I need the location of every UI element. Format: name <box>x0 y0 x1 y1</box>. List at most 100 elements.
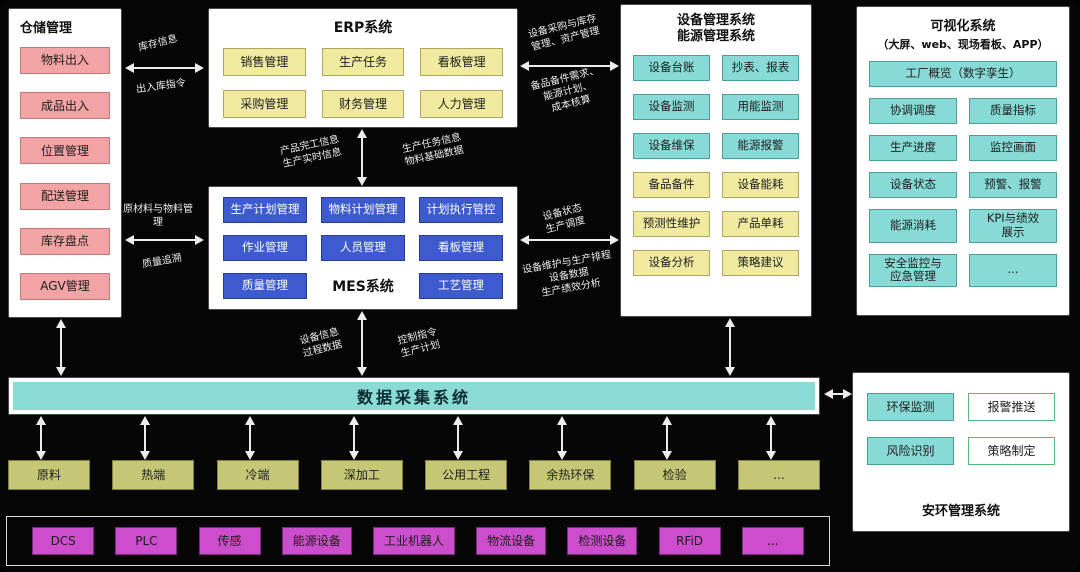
arrow-daq-process-2 <box>245 416 255 460</box>
arrow-erp-equipment <box>520 61 619 71</box>
visualization-item: 质量指标 <box>969 98 1057 124</box>
flow-label-task-info: 生产任务信息 物料基础数据 <box>401 132 465 168</box>
arrow-mes-daq <box>357 311 367 376</box>
mes-items: 生产计划管理 物料计划管理 计划执行管控 作业管理 人员管理 看板管理 质量管理… <box>223 197 503 299</box>
visualization-items: 协调调度 质量指标 生产进度 监控画面 设备状态 预警、报警 能源消耗 KPI与… <box>869 98 1057 288</box>
device-item: 检测设备 <box>567 527 638 555</box>
mes-item: 作业管理 <box>223 235 307 261</box>
mes-item: 工艺管理 <box>419 273 503 299</box>
equipment-item: 产品单耗 <box>722 210 799 237</box>
erp-item: 看板管理 <box>420 48 503 76</box>
process-item: ... <box>737 460 820 490</box>
device-item: 物流设备 <box>476 527 547 555</box>
safety-item: 报警推送 <box>968 393 1055 421</box>
device-item: 工业机器人 <box>372 527 455 555</box>
arrow-daq-process-4 <box>453 416 463 460</box>
process-item: 公用工程 <box>425 460 508 490</box>
process-item: 热端 <box>112 460 195 490</box>
arrow-equipment-daq <box>725 318 735 376</box>
equipment-item: 设备监测 <box>633 93 710 120</box>
flow-label-quality-trace: 质量追溯 <box>141 252 183 271</box>
device-item: 能源设备 <box>281 527 352 555</box>
mes-item: 生产计划管理 <box>223 197 307 223</box>
daq-panel: 数据采集系统 <box>8 377 820 415</box>
equipment-item: 设备能耗 <box>722 171 799 198</box>
flow-label-equipment-purchase: 设备采购与库存 管理、资产管理 <box>527 12 601 54</box>
warehouse-item: AGV管理 <box>20 272 110 300</box>
erp-item: 财务管理 <box>321 90 405 118</box>
mes-item: 质量管理 <box>223 273 307 299</box>
flow-label-inventory-info: 库存信息 <box>137 33 179 54</box>
visualization-item: KPI与绩效 展示 <box>969 209 1057 243</box>
equipment-item: 用能监测 <box>722 93 799 120</box>
arrow-warehouse-mes <box>125 235 204 245</box>
device-item: 传感 <box>198 527 261 555</box>
devices-row: DCS PLC 传感 能源设备 工业机器人 物流设备 检测设备 RFiD ... <box>6 516 830 566</box>
device-item: ... <box>741 527 804 555</box>
safety-title: 安环管理系统 <box>921 504 1000 519</box>
process-item: 深加工 <box>320 460 403 490</box>
daq-title: 数据采集系统 <box>13 382 815 410</box>
visualization-item: 能源消耗 <box>869 209 957 243</box>
device-item: DCS <box>32 527 95 555</box>
safety-items: 环保监测 报警推送 风险识别 策略制定 <box>867 393 1055 465</box>
warehouse-title: 仓储管理 <box>20 21 73 36</box>
visualization-item: 协调调度 <box>869 98 957 124</box>
erp-title: ERP系统 <box>333 20 393 36</box>
warehouse-items: 物料出入 成品出入 位置管理 配送管理 库存盘点 AGV管理 <box>20 38 110 309</box>
visualization-subtitle: （大屏、web、现场看板、APP） <box>877 38 1049 51</box>
equipment-item: 能源报警 <box>722 132 799 159</box>
mes-item: 人员管理 <box>321 235 405 261</box>
erp-item: 销售管理 <box>223 48 306 76</box>
warehouse-item: 库存盘点 <box>20 227 110 255</box>
device-item: PLC <box>115 527 178 555</box>
process-item: 余热环保 <box>529 460 612 490</box>
visualization-item: 监控画面 <box>969 135 1057 161</box>
visualization-item: 预警、报警 <box>969 172 1057 198</box>
arrow-warehouse-daq <box>56 319 66 376</box>
equipment-item: 预测性维护 <box>633 210 710 237</box>
mes-item: 计划执行管控 <box>419 197 503 223</box>
erp-items: 销售管理 生产任务 看板管理 采购管理 财务管理 人力管理 <box>223 48 503 118</box>
arrow-warehouse-erp <box>125 63 204 73</box>
warehouse-panel: 仓储管理 物料出入 成品出入 位置管理 配送管理 库存盘点 AGV管理 <box>8 8 122 318</box>
erp-item: 人力管理 <box>420 90 503 118</box>
equipment-title: 设备管理系统 能源管理系统 <box>633 13 799 46</box>
equipment-item: 设备台账 <box>633 54 710 81</box>
process-item: 冷端 <box>216 460 299 490</box>
equipment-item: 设备维保 <box>633 132 710 159</box>
mes-item: 看板管理 <box>419 235 503 261</box>
arrow-daq-process-6 <box>662 416 672 460</box>
device-item: RFiD <box>658 527 721 555</box>
visualization-item: 设备状态 <box>869 172 957 198</box>
arrow-erp-mes <box>357 129 367 186</box>
arrow-daq-process-0 <box>36 416 46 460</box>
flow-label-completion-info: 产品完工信息 生产实时信息 <box>279 134 343 170</box>
safety-panel: 环保监测 报警推送 风险识别 策略制定 安环管理系统 <box>852 372 1070 532</box>
equipment-panel: 设备管理系统 能源管理系统 设备台账 抄表、报表 设备监测 用能监测 设备维保 … <box>620 4 812 317</box>
erp-panel: ERP系统 销售管理 生产任务 看板管理 采购管理 财务管理 人力管理 <box>208 8 518 128</box>
erp-item: 采购管理 <box>223 90 306 118</box>
equipment-title-line1: 设备管理系统 <box>676 13 755 28</box>
flow-label-equipment-status: 设备状态 生产调度 <box>541 202 587 236</box>
visualization-item: 安全监控与 应急管理 <box>869 253 957 288</box>
flow-label-spareparts-demand: 备品备件需求、 能源计划、 成本核算 <box>529 65 601 115</box>
equipment-item: 备品备件 <box>633 171 710 198</box>
visualization-item: ... <box>969 253 1057 288</box>
equipment-item: 策略建议 <box>722 249 799 276</box>
mes-panel: 生产计划管理 物料计划管理 计划执行管控 作业管理 人员管理 看板管理 质量管理… <box>208 186 518 310</box>
process-item: 检验 <box>633 460 716 490</box>
arrow-daq-safety-dashed <box>824 389 852 399</box>
erp-item: 生产任务 <box>321 48 405 76</box>
arrow-daq-process-1 <box>140 416 150 460</box>
warehouse-item: 物料出入 <box>20 47 110 75</box>
flow-label-maintenance-schedule: 设备维护与生产排程 设备数据 生产绩效分析 <box>521 249 613 299</box>
arrow-daq-process-3 <box>349 416 359 460</box>
safety-item: 风险识别 <box>867 437 954 465</box>
process-row: 原料 热端 冷端 深加工 公用工程 余热环保 检验 ... <box>8 460 820 490</box>
safety-item: 策略制定 <box>968 437 1055 465</box>
arrow-mes-equipment <box>520 235 619 245</box>
visualization-panel: 可视化系统 （大屏、web、现场看板、APP） 工厂概览（数字孪生） 协调调度 … <box>856 6 1070 316</box>
equipment-items: 设备台账 抄表、报表 设备监测 用能监测 设备维保 能源报警 备品备件 设备能耗… <box>633 54 799 276</box>
